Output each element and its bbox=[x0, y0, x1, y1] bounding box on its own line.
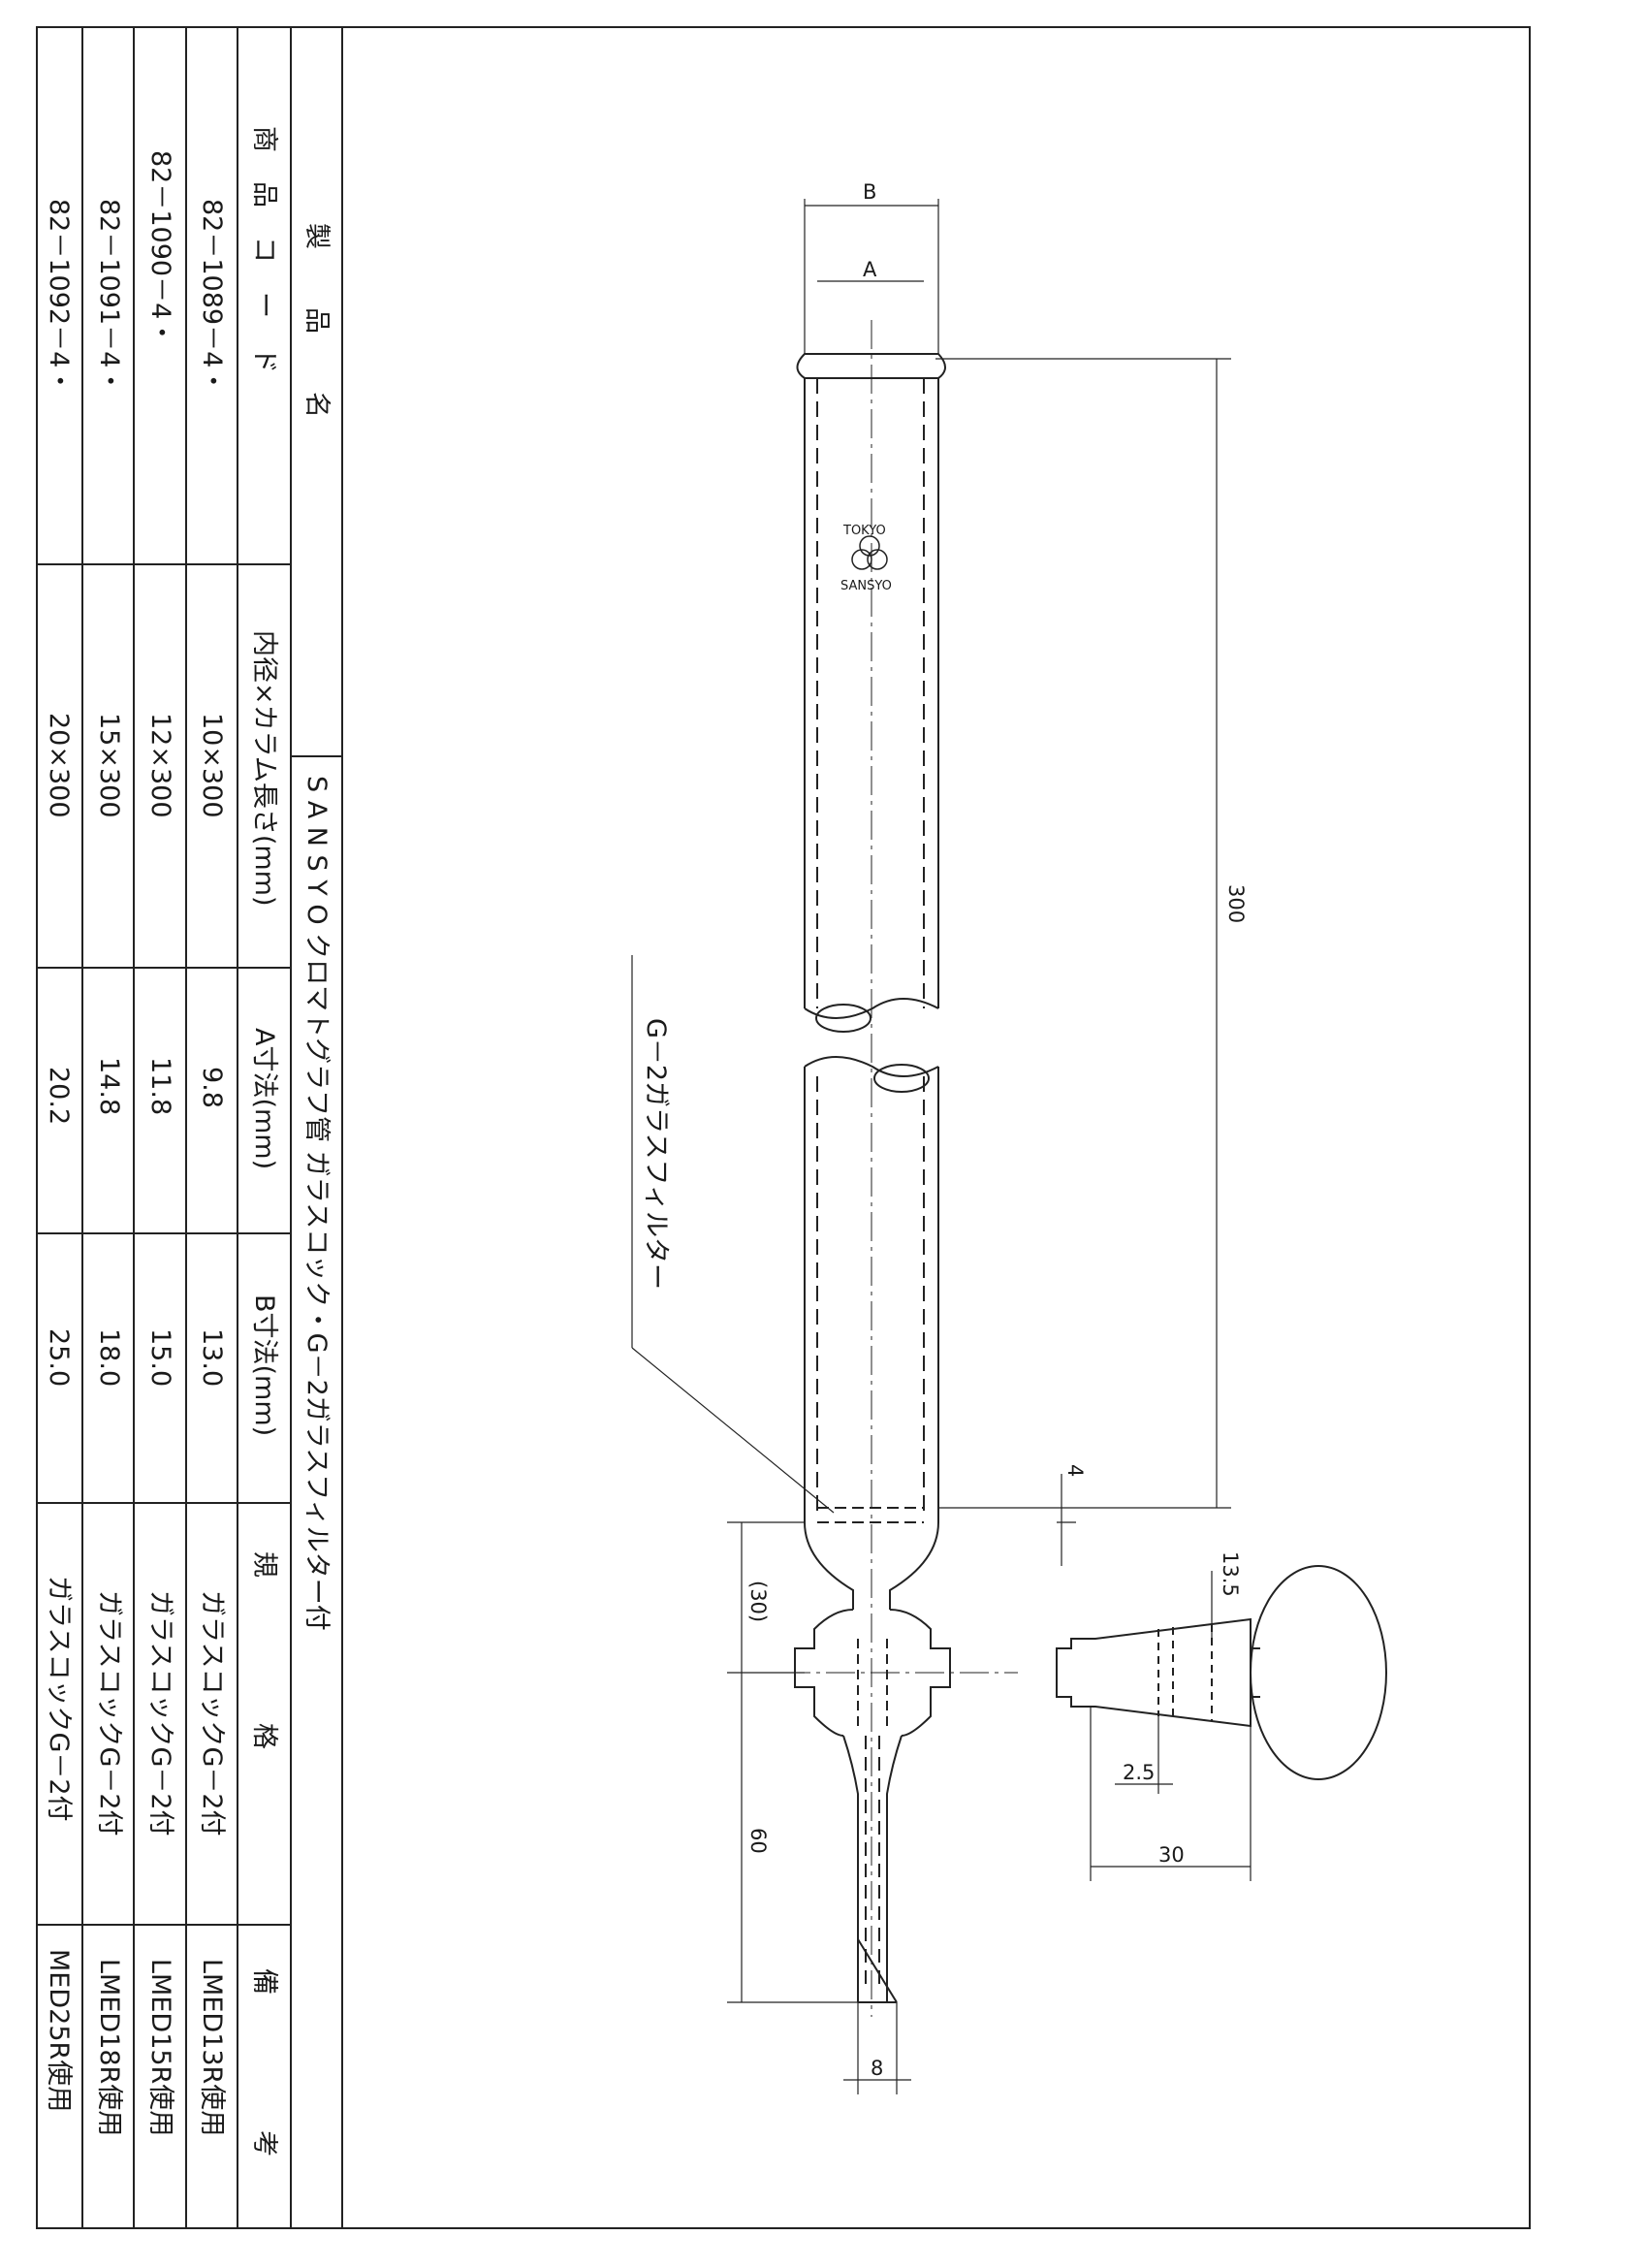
cell-spec: ガラスコックG－2付 bbox=[44, 1576, 74, 1822]
cell-b: 25.0 bbox=[44, 1328, 74, 1387]
dim-b-label: B bbox=[863, 180, 876, 204]
dim-4-label: 4 bbox=[1063, 1464, 1087, 1477]
cell-b: 13.0 bbox=[197, 1328, 227, 1387]
spec-table bbox=[37, 27, 343, 2228]
cell-spec: ガラスコックG－2付 bbox=[145, 1590, 175, 1837]
cell-spec: ガラスコックG－2付 bbox=[197, 1590, 227, 1837]
cell-size: 15×300 bbox=[94, 713, 124, 818]
cell-a: 9.8 bbox=[197, 1067, 227, 1108]
svg-text:TOKYO: TOKYO bbox=[842, 524, 886, 538]
table-row: 82－1091－4・ 15×300 14.8 18.0 ガラスコックG－2付 L… bbox=[94, 199, 124, 2136]
header-a-dimension: A寸法(mm) bbox=[249, 1028, 279, 1169]
header-remarks: 備考 bbox=[249, 1968, 279, 2268]
cell-code: 82－1090－4・ bbox=[145, 150, 175, 345]
dimension-lines bbox=[631, 199, 1252, 2094]
tokyo-sansyo-logo: TOKYO SANSYO bbox=[840, 524, 892, 593]
cell-remarks: LMED13R使用 bbox=[197, 1959, 227, 2136]
cell-a: 11.8 bbox=[145, 1057, 175, 1115]
dim-a-label: A bbox=[863, 258, 877, 281]
svg-text:SANSYO: SANSYO bbox=[840, 579, 892, 593]
cell-spec: ガラスコックG－2付 bbox=[94, 1590, 124, 1837]
sheet-border bbox=[36, 26, 1531, 2229]
cell-b: 15.0 bbox=[145, 1328, 175, 1387]
dim-8-label: 8 bbox=[871, 2057, 883, 2080]
table-row: 82－1092－4・ 20×300 20.2 25.0 ガラスコックG－2付 M… bbox=[44, 199, 74, 2112]
filter-callout-label: G－2ガラスフィルター bbox=[641, 1018, 671, 1290]
cell-a: 14.8 bbox=[94, 1057, 124, 1115]
column-tube-drawing bbox=[737, 320, 1018, 2017]
header-product-code: 商品コード bbox=[249, 126, 279, 402]
cell-a: 20.2 bbox=[44, 1067, 74, 1125]
cell-b: 18.0 bbox=[94, 1328, 124, 1387]
cell-code: 82－1089－4・ bbox=[197, 199, 227, 394]
cell-remarks: MED25R使用 bbox=[44, 1949, 74, 2112]
header-size: 内径×カラム長さ(mm) bbox=[249, 630, 279, 906]
stopcock-plug-drawing bbox=[1056, 1565, 1387, 1780]
cell-size: 20×300 bbox=[44, 713, 74, 818]
product-name-value: S A N S Y O クロマトグラフ管 ガラスコック・G－2ガラスフィルター付 bbox=[301, 776, 332, 1631]
cell-remarks: LMED18R使用 bbox=[94, 1959, 124, 2136]
cell-size: 12×300 bbox=[145, 713, 175, 818]
table-row: 82－1089－4・ 10×300 9.8 13.0 ガラスコックG－2付 LM… bbox=[197, 199, 227, 2136]
cell-remarks: LMED15R使用 bbox=[145, 1959, 175, 2136]
dim-60-label: 60 bbox=[746, 1828, 770, 1854]
dim-300-label: 300 bbox=[1224, 884, 1248, 923]
cell-code: 82－1092－4・ bbox=[44, 199, 74, 394]
table-header-row: 商品コード 内径×カラム長さ(mm) A寸法(mm) B寸法(mm) 規格 備考 bbox=[249, 126, 279, 2268]
header-spec: 規格 bbox=[249, 1551, 279, 1895]
product-name-label: 製品名 bbox=[301, 223, 332, 476]
dim-30-label: 30 bbox=[1158, 1843, 1185, 1867]
cell-size: 10×300 bbox=[197, 713, 227, 818]
table-row: 82－1090－4・ 12×300 11.8 15.0 ガラスコックG－2付 L… bbox=[145, 150, 175, 2136]
dim-13-5-label: 13.5 bbox=[1219, 1551, 1242, 1597]
cell-code: 82－1091－4・ bbox=[94, 199, 124, 394]
dim-30-paren-label: (30) bbox=[746, 1581, 770, 1622]
header-b-dimension: B寸法(mm) bbox=[249, 1294, 279, 1436]
dim-2-5-label: 2.5 bbox=[1123, 1761, 1155, 1784]
